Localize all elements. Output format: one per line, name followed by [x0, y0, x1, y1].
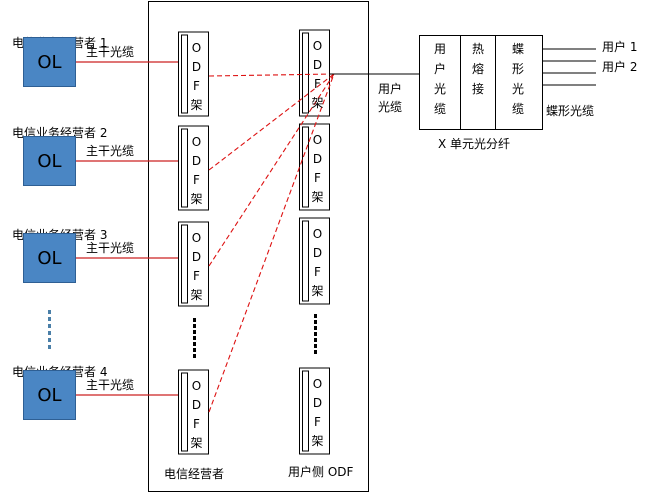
- carrier-odf-4-rail: [181, 372, 188, 452]
- butterfly-cable-label: 蝶形光缆: [546, 104, 595, 118]
- trunk-cable-label-1: 主干光缆: [86, 45, 135, 59]
- user-odf-1-label-char: O: [312, 39, 323, 53]
- splitter-cell-1-char: 光: [433, 82, 446, 96]
- user-cable-label-line2: 光缆: [378, 100, 403, 114]
- splitter-box: [419, 35, 543, 130]
- rack-enclosure: [148, 1, 369, 492]
- ellipsis-dot: [48, 324, 51, 328]
- carrier-odf-ellipsis-dot: [193, 324, 196, 328]
- trunk-cable-label-3: 主干光缆: [86, 241, 135, 255]
- user-odf-1-label-char: D: [312, 58, 323, 72]
- carrier-odf-4-label-char: 架: [190, 436, 203, 450]
- carrier-odf-1-label-char: D: [191, 60, 202, 74]
- carrier-odf-ellipsis-dot: [193, 318, 196, 322]
- user-odf-1-label-char: F: [314, 77, 321, 91]
- splitter-cell-3-char: 光: [511, 82, 524, 96]
- carrier-odf-ellipsis-dot: [193, 336, 196, 340]
- ellipsis-dot: [48, 310, 51, 314]
- splitter-cell-3-char: 形: [511, 62, 524, 76]
- carrier-odf-3-label-char: F: [193, 269, 200, 283]
- user-odf-3-rail: [302, 220, 309, 302]
- ellipsis-dot: [48, 331, 51, 335]
- carrier-odf-2-label-char: 架: [190, 192, 203, 206]
- carrier-odf-1-label-char: O: [191, 41, 202, 55]
- carrier-odf-ellipsis-dot: [193, 354, 196, 358]
- user-odf-ellipsis-dot: [314, 332, 317, 336]
- ol-terminal-4: OL: [23, 370, 76, 420]
- user-odf-2-label-char: F: [314, 171, 321, 185]
- carrier-odf-ellipsis-dot: [193, 342, 196, 346]
- user-1-label: 用户 1: [602, 40, 638, 54]
- splitter-cell-2-char: 熔: [471, 62, 484, 76]
- user-odf-4-label-char: D: [312, 396, 323, 410]
- user-odf-1-label-char: 架: [311, 96, 324, 110]
- user-odf-2-label-char: D: [312, 152, 323, 166]
- carrier-odf-1-label-char: F: [193, 79, 200, 93]
- user-odf-4-label-char: 架: [311, 434, 324, 448]
- carrier-odf-3-label-char: O: [191, 231, 202, 245]
- user-odf-ellipsis-dot: [314, 344, 317, 348]
- carrier-odf-2-rail: [181, 128, 188, 208]
- carrier-odf-2-label-char: O: [191, 135, 202, 149]
- user-odf-2-label-char: O: [312, 133, 323, 147]
- carrier-odf-3-rail: [181, 224, 188, 304]
- user-odf-3-label-char: 架: [311, 284, 324, 298]
- user-odf-3-label-char: F: [314, 265, 321, 279]
- splitter-cell-1-char: 缆: [433, 102, 446, 116]
- splitter-cell-3-char: 蝶: [511, 42, 524, 56]
- ellipsis-dot: [48, 338, 51, 342]
- ol-terminal-3: OL: [23, 233, 76, 283]
- patch-jumper-1: [208, 73, 335, 77]
- carrier-odf-ellipsis-dot: [193, 348, 196, 352]
- ellipsis-dot: [48, 345, 51, 349]
- user-odf-3-label-char: O: [312, 227, 323, 241]
- user-2-label: 用户 2: [602, 60, 638, 74]
- carrier-odf-4-label-char: F: [193, 417, 200, 431]
- patch-jumper-4: [208, 73, 335, 413]
- splitter-cell-2-char: 热: [471, 42, 484, 56]
- carrier-odf-1-label-char: 架: [190, 98, 203, 112]
- user-odf-3-label-char: D: [312, 246, 323, 260]
- splitter-cell-1-char: 户: [433, 62, 446, 76]
- user-odf-ellipsis-dot: [314, 326, 317, 330]
- carrier-odf-4-label-char: D: [191, 398, 202, 412]
- user-odf-ellipsis-dot: [314, 350, 317, 354]
- splitter-cell-1-char: 用: [433, 42, 446, 56]
- user-odf-ellipsis-dot: [314, 314, 317, 318]
- patch-jumper-3: [208, 73, 335, 267]
- carrier-odf-1-rail: [181, 34, 188, 114]
- carrier-odf-3-label-char: D: [191, 250, 202, 264]
- user-cable-label-line1: 用户: [378, 82, 403, 96]
- user-odf-4-rail: [302, 370, 309, 452]
- trunk-cable-label-2: 主干光缆: [86, 144, 135, 158]
- carrier-odf-4-label-char: O: [191, 379, 202, 393]
- user-odf-ellipsis-dot: [314, 320, 317, 324]
- user-odf-1-rail: [302, 32, 309, 114]
- user-odf-2-label-char: 架: [311, 190, 324, 204]
- user-odf-ellipsis-dot: [314, 338, 317, 342]
- patch-jumper-2: [208, 73, 335, 171]
- ol-terminal-2: OL: [23, 136, 76, 186]
- carrier-odf-2-label-char: F: [193, 173, 200, 187]
- splitter-label: X 单元光分纤: [438, 137, 511, 151]
- ol-terminal-1: OL: [23, 37, 76, 87]
- trunk-cable-label-4: 主干光缆: [86, 378, 135, 392]
- splitter-cell-3-char: 缆: [511, 102, 524, 116]
- carrier-odf-2-label-char: D: [191, 154, 202, 168]
- ellipsis-dot: [48, 317, 51, 321]
- user-odf-4-label-char: O: [312, 377, 323, 391]
- carrier-side-label: 电信经营者: [164, 467, 225, 481]
- carrier-odf-ellipsis-dot: [193, 330, 196, 334]
- carrier-odf-3-label-char: 架: [190, 288, 203, 302]
- user-odf-4-label-char: F: [314, 415, 321, 429]
- splitter-cell-2-char: 接: [471, 82, 484, 96]
- user-side-odf-label: 用户侧 ODF: [288, 465, 354, 479]
- user-odf-2-rail: [302, 126, 309, 208]
